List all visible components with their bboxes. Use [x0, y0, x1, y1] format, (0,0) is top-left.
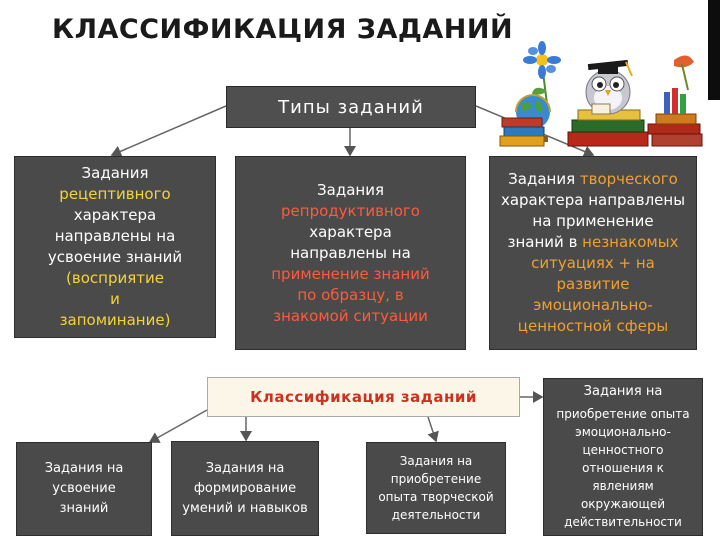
arrow-types-to-receptive [110, 105, 227, 157]
reproductive-tasks-text: Задания репродуктивного характера направ… [271, 180, 430, 327]
reproductive-highlight: применение знаний [271, 264, 430, 283]
creative-highlight: творческого [579, 170, 678, 188]
bottom-line: деятельности [391, 508, 481, 522]
edge-bar [708, 0, 720, 100]
creative-line: знаний в [507, 233, 583, 251]
receptive-tasks-text: Задания рецептивного характера направлен… [48, 163, 182, 331]
emotional-experience-box: Задания на приобретение опыта эмоциональ… [543, 378, 703, 536]
creative-highlight: эмоционально- [533, 296, 653, 314]
emotional-experience-text: Задания на приобретение опыта эмоциональ… [556, 383, 689, 531]
arrow-classif-to-b3 [427, 416, 439, 443]
bottom-line: Задания на [399, 454, 473, 468]
types-header-label: Типы заданий [278, 96, 424, 118]
creative-highlight: незнакомых [582, 233, 679, 251]
receptive-highlight: запоминание) [59, 311, 171, 329]
bottom-line: окружающей [580, 497, 666, 511]
classification-label: Классификация заданий [250, 388, 477, 406]
creative-tasks-text: Задания творческого характера направлены… [501, 169, 685, 337]
reproductive-highlight: по образцу, в [297, 285, 404, 304]
skills-tasks-box: Задания на формирование умений и навыков [171, 441, 319, 536]
receptive-highlight: и [110, 290, 120, 308]
school-clipart-icon [499, 41, 703, 147]
reproductive-line: Задания [317, 180, 384, 199]
classification-box: Классификация заданий [207, 377, 520, 417]
bottom-line: формирование [193, 480, 297, 496]
creative-highlight: ценностной сферы [517, 317, 669, 335]
bottom-line: действительности [564, 515, 682, 529]
creative-line: характера направлены [500, 191, 686, 209]
bottom-line: усвоение [52, 481, 116, 496]
creative-line: Задания [508, 170, 580, 188]
bottom-line: приобретение опыта [556, 407, 690, 421]
reproductive-highlight: репродуктивного [281, 201, 420, 220]
creative-experience-box: Задания на приобретение опыта творческой… [366, 442, 506, 534]
bottom-line: Задания на [583, 384, 663, 399]
arrow-classif-to-b1 [148, 409, 208, 443]
bottom-line: Задания на [205, 460, 285, 476]
creative-tasks-box: Задания творческого характера направлены… [489, 156, 697, 350]
bottom-line: Задания на [44, 461, 124, 476]
reproductive-tasks-box: Задания репродуктивного характера направ… [235, 156, 466, 350]
bottom-line: явлениям [592, 479, 654, 493]
receptive-line: усвоение знаний [47, 248, 183, 266]
reproductive-line: направлены на [290, 243, 411, 262]
bottom-line: умений и навыков [182, 500, 308, 516]
bottom-line: опыта творческой [378, 490, 494, 504]
bottom-line: ценностного [582, 443, 664, 457]
creative-line: на применение [532, 212, 654, 230]
knowledge-tasks-box: Задания на усвоение знаний [16, 442, 152, 536]
bottom-line: отношения к [582, 461, 664, 475]
reproductive-highlight: знакомой ситуации [273, 306, 428, 325]
creative-highlight: ситуациях + на [531, 254, 655, 272]
receptive-line: направлены на [54, 227, 176, 245]
receptive-tasks-box: Задания рецептивного характера направлен… [14, 156, 216, 338]
bottom-line: эмоционально- [575, 425, 671, 439]
creative-experience-text: Задания на приобретение опыта творческой… [378, 452, 493, 524]
creative-highlight: развитие [556, 275, 630, 293]
reproductive-line: характера [309, 222, 392, 241]
knowledge-tasks-text: Задания на усвоение знаний [45, 459, 124, 519]
receptive-line: характера [73, 206, 157, 224]
page-title: КЛАССИФИКАЦИЯ ЗАДАНИЙ [52, 14, 514, 45]
receptive-line: Задания [81, 164, 149, 182]
skills-tasks-text: Задания на формирование умений и навыков [182, 459, 307, 519]
bottom-line: знаний [59, 501, 109, 516]
receptive-highlight: (восприятие [66, 269, 164, 287]
bottom-line: приобретение [390, 472, 482, 486]
types-header: Типы заданий [226, 86, 476, 128]
receptive-highlight: рецептивного [59, 185, 171, 203]
